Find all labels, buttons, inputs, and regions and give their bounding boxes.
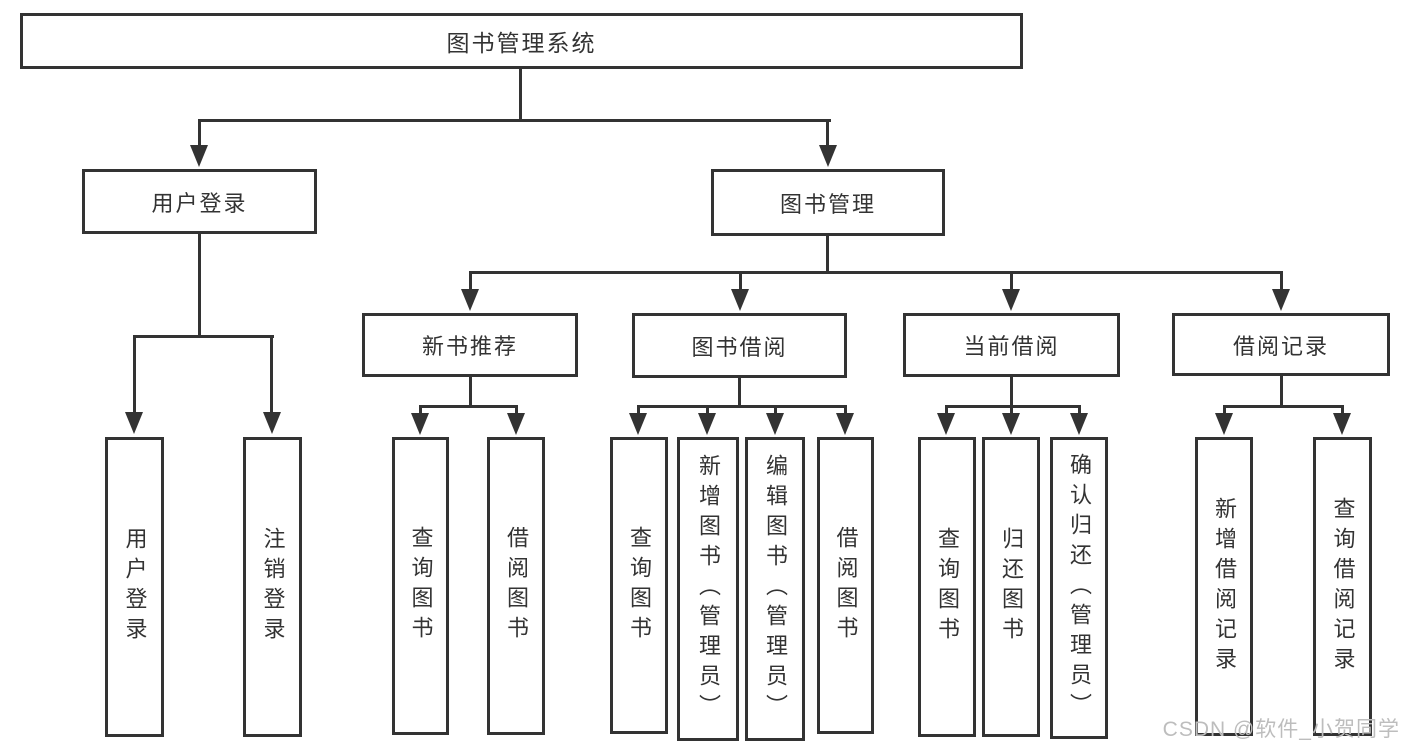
- leaf-borrow-books-recommend: 借阅图书: [487, 437, 545, 735]
- connector-line: [133, 335, 274, 338]
- connector-line: [515, 405, 518, 416]
- leaf-user-login: 用户登录: [105, 437, 164, 737]
- connector-line: [198, 119, 831, 122]
- connector-line: [637, 405, 640, 416]
- leaf-borrow-books-borrowing: 借阅图书: [817, 437, 874, 734]
- arrowhead-down-icon: [1070, 413, 1088, 435]
- connector-line: [1010, 271, 1013, 292]
- arrowhead-down-icon: [819, 145, 837, 167]
- arrowhead-down-icon: [1002, 289, 1020, 311]
- leaf-edit-book-admin: 编辑图书（管理员）: [745, 437, 805, 741]
- arrowhead-down-icon: [411, 413, 429, 435]
- leaf-logout: 注销登录: [243, 437, 302, 737]
- node-current-borrowing: 当前借阅: [903, 313, 1120, 377]
- arrowhead-down-icon: [766, 413, 784, 435]
- node-book-management: 图书管理: [711, 169, 945, 236]
- connector-line: [198, 233, 201, 337]
- connector-line: [739, 271, 742, 292]
- arrowhead-down-icon: [1002, 413, 1020, 435]
- arrowhead-down-icon: [937, 413, 955, 435]
- connector-line: [1010, 405, 1013, 416]
- connector-line: [637, 405, 847, 408]
- connector-line: [774, 405, 777, 416]
- arrowhead-down-icon: [125, 412, 143, 434]
- leaf-return-books: 归还图书: [982, 437, 1040, 737]
- arrowhead-down-icon: [1272, 289, 1290, 311]
- connector-line: [1280, 271, 1283, 292]
- node-user-login: 用户登录: [82, 169, 317, 234]
- connector-line: [945, 405, 1081, 408]
- connector-line: [469, 376, 472, 408]
- watermark: CSDN @软件_小贺同学: [1162, 718, 1400, 741]
- connector-line: [826, 235, 829, 274]
- leaf-query-books-recommend: 查询图书: [392, 437, 449, 735]
- arrowhead-down-icon: [731, 289, 749, 311]
- connector-line: [738, 377, 741, 408]
- connector-line: [844, 405, 847, 416]
- arrowhead-down-icon: [836, 413, 854, 435]
- node-new-book-recommend: 新书推荐: [362, 313, 578, 377]
- arrowhead-down-icon: [1333, 413, 1351, 435]
- node-book-borrowing: 图书借阅: [632, 313, 847, 378]
- connector-line: [1341, 405, 1344, 416]
- connector-line: [945, 405, 948, 416]
- node-root: 图书管理系统: [20, 13, 1023, 69]
- connector-line: [1078, 405, 1081, 416]
- arrowhead-down-icon: [507, 413, 525, 435]
- leaf-query-books-current: 查询图书: [918, 437, 976, 737]
- connector-line: [133, 335, 136, 414]
- leaf-add-book-admin: 新增图书（管理员）: [677, 437, 739, 741]
- arrowhead-down-icon: [629, 413, 647, 435]
- connector-line: [1223, 405, 1226, 416]
- leaf-query-books-borrowing: 查询图书: [610, 437, 668, 734]
- connector-line: [198, 119, 201, 148]
- connector-line: [270, 335, 273, 414]
- leaf-add-borrow-record: 新增借阅记录: [1195, 437, 1253, 736]
- arrowhead-down-icon: [1215, 413, 1233, 435]
- connector-line: [519, 68, 522, 122]
- connector-line: [1280, 375, 1283, 408]
- connector-line: [419, 405, 422, 416]
- connector-line: [419, 405, 518, 408]
- arrowhead-down-icon: [190, 145, 208, 167]
- arrowhead-down-icon: [698, 413, 716, 435]
- leaf-query-borrow-record: 查询借阅记录: [1313, 437, 1372, 736]
- connector-line: [826, 119, 829, 148]
- node-borrowing-records: 借阅记录: [1172, 313, 1390, 376]
- leaf-confirm-return-admin: 确认归还（管理员）: [1050, 437, 1108, 739]
- connector-line: [469, 271, 1283, 274]
- arrowhead-down-icon: [263, 412, 281, 434]
- connector-line: [1223, 405, 1344, 408]
- connector-line: [469, 271, 472, 292]
- arrowhead-down-icon: [461, 289, 479, 311]
- connector-line: [706, 405, 709, 416]
- connector-line: [1010, 376, 1013, 408]
